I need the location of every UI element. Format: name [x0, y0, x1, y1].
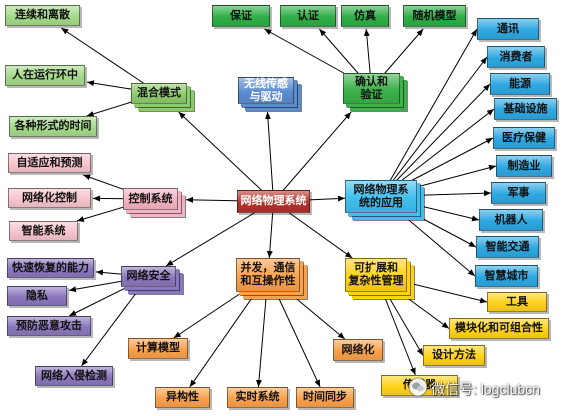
- node-certification: 认证: [280, 5, 336, 27]
- node-modularity-composability: 模块化和可组合性: [449, 318, 549, 339]
- branch-cyber-security: 网络安全: [121, 266, 176, 287]
- node-manufacturing: 制造业: [496, 155, 552, 177]
- connector-arrow: [178, 111, 274, 202]
- node-intelligent-transportation: 智能交通: [476, 236, 539, 258]
- node-energy: 能源: [490, 73, 550, 95]
- node-tools: 工具: [487, 292, 547, 312]
- connector-arrow: [189, 274, 269, 388]
- node-consumer: 消费者: [487, 46, 545, 68]
- node-time-synchronization: 时间同步: [296, 387, 354, 408]
- connector-arrow: [267, 274, 321, 388]
- branch-hybrid-modes: 混合模式: [131, 83, 187, 104]
- node-intelligent-systems: 智能系统: [9, 221, 78, 241]
- node-resilience: 快速恢复的能力: [7, 258, 94, 278]
- branch-wireless-sensing-actuation: 无线传感 与驱动: [238, 77, 294, 104]
- connector-arrow: [60, 27, 160, 94]
- node-networking: 网络化: [333, 339, 383, 361]
- node-robotics: 机器人: [479, 209, 543, 231]
- node-models-of-computation: 计算模型: [128, 338, 188, 359]
- connector-arrow: [380, 83, 491, 197]
- branch-control-systems: 控制系统: [123, 188, 178, 210]
- node-simulation: 仿真: [341, 5, 389, 27]
- node-adaptive-predictive: 自适应和预测: [8, 153, 91, 173]
- node-attack-prevention: 预防恶意攻击: [7, 316, 91, 336]
- connector-arrow: [273, 111, 352, 202]
- node-real-time-systems: 实时系统: [227, 387, 288, 408]
- node-human-in-the-loop: 人在运行环中: [5, 65, 85, 86]
- node-smart-city: 智慧城市: [475, 265, 538, 287]
- node-continuous-and-discrete: 连续和离散: [5, 5, 80, 26]
- branch-cps-applications: 网络物理系 统的应用: [345, 180, 417, 213]
- connector-arrow: [380, 56, 488, 197]
- center-node-cyber-physical-systems: 网络物理系统: [237, 190, 310, 213]
- node-communications: 通讯: [477, 18, 539, 40]
- branch-scalability-complexity: 可扩展和 复杂性管理: [345, 258, 407, 292]
- connector-arrow: [380, 28, 478, 197]
- node-networked-control: 网络化控制: [8, 188, 91, 208]
- connector-arrow: [264, 111, 274, 202]
- node-privacy: 隐私: [7, 286, 67, 306]
- node-stochastic-models: 随机模型: [403, 5, 466, 27]
- node-heterogeneity: 异构性: [155, 387, 210, 408]
- node-intrusion-detection: 网络入侵检测: [35, 366, 113, 386]
- node-military: 军事: [491, 182, 546, 204]
- branch-verification-validation: 确认和 验证: [343, 73, 400, 104]
- node-forms-of-time: 各种形式的时间: [9, 116, 97, 137]
- node-health-care: 医疗保健: [493, 127, 555, 149]
- branch-concurrency-interoperability: 并发，通信 和互操作性: [236, 258, 300, 292]
- connector-arrow: [256, 274, 269, 388]
- connector-arrow: [81, 276, 149, 367]
- wechat-icon: [408, 377, 428, 397]
- node-infrastructure: 基础设施: [494, 98, 557, 120]
- node-assurance: 保证: [212, 5, 270, 27]
- node-design-methods: 设计方法: [423, 345, 485, 366]
- watermark-text: 微信号: logclubcn: [431, 381, 540, 397]
